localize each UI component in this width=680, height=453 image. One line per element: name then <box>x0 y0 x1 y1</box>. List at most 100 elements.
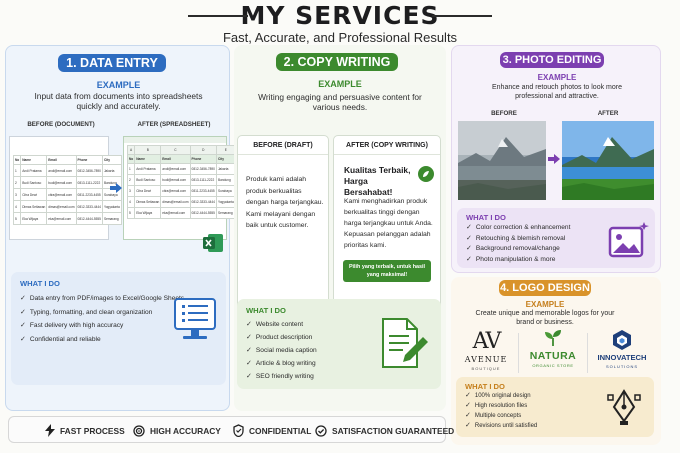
footer-fast-process: FAST PROCESS <box>45 417 125 444</box>
table-cell: Yogyakarta <box>101 200 122 213</box>
table-cell: 3 <box>12 188 22 201</box>
header-rule-right <box>432 15 492 17</box>
table-cell: Dimas Setiawan <box>20 200 48 213</box>
what-i-do-text: Retouching & blemish removal <box>475 234 566 242</box>
table-cell: Budi Santoso <box>20 176 48 189</box>
what-i-do-item: ✓High resolution files <box>465 401 537 411</box>
table-cell: 5 <box>12 212 22 225</box>
table-cell: 0812-3456-7890 <box>75 164 103 177</box>
footer-label: CONFIDENTIAL <box>249 425 312 436</box>
photo-after-label: AFTER <box>597 110 619 117</box>
table-header-cell: Email <box>46 155 77 165</box>
footer-label: FAST PROCESS <box>60 425 125 436</box>
page-subtitle: Fast, Accurate, and Professional Results <box>222 30 458 45</box>
check-icon: ✓ <box>466 255 472 263</box>
logo-design-card: 4. LOGO DESIGN EXAMPLE Create unique and… <box>451 277 661 445</box>
cta-button[interactable]: Pilih yang terbaik, untuk hasil yang mak… <box>343 260 431 282</box>
table-cell: budi@email.com <box>160 174 191 186</box>
photo-editing-what-i-do: WHAT I DO ✓Color correction & enhancemen… <box>457 208 655 268</box>
table-cell: 1 <box>126 163 136 175</box>
image-frame-icon <box>608 222 649 258</box>
after-copywriting-title: AFTER (COPY WRITING) <box>346 142 428 149</box>
table-cell: 2 <box>126 174 136 186</box>
table-cell: 5 <box>126 207 136 219</box>
photo-editing-card: 3. PHOTO EDITING EXAMPLE Enhance and ret… <box>451 45 661 273</box>
pen-tool-icon <box>607 389 641 425</box>
what-i-do-item: ✓Product description <box>246 331 317 344</box>
table-cell: 0812-3333-4444 <box>189 196 217 208</box>
what-i-do-text: Website content <box>255 321 304 328</box>
check-icon: ✓ <box>246 360 252 367</box>
check-circle-icon <box>315 424 327 437</box>
natura-name: NATURA <box>529 350 577 362</box>
avenue-name: AVENUE <box>464 355 508 364</box>
table-header-cell: Name <box>20 155 48 165</box>
what-i-do-item: ✓Revisions until satisfied <box>465 421 537 431</box>
what-i-do-item: ✓Data entry from PDF/images to Excel/Goo… <box>20 292 184 306</box>
data-entry-pill: 1. DATA ENTRY <box>58 54 166 72</box>
check-icon: ✓ <box>466 245 472 252</box>
table-cell: 0812-3456-7890 <box>189 163 217 175</box>
column-letter: D <box>189 145 217 155</box>
what-i-do-item: ✓Retouching & blemish removal <box>466 234 570 245</box>
photo-editing-items: ✓Color correction & enhancement✓Retouchi… <box>466 223 570 265</box>
photo-before-label: BEFORE <box>491 110 517 117</box>
table-cell: budi@email.com <box>46 176 77 189</box>
table-cell: 0813-1111-2222 <box>189 174 217 186</box>
footer-bar: FAST PROCESS HIGH ACCURACY CONFIDENTIAL … <box>8 416 454 444</box>
table-cell: Eka Wijaya <box>134 207 162 219</box>
after-photo <box>562 121 654 200</box>
hexagon-logo-icon <box>613 330 631 350</box>
table-header-cell: Phone <box>75 155 103 165</box>
table-header-cell: City <box>101 155 122 165</box>
check-icon: ✓ <box>465 392 471 399</box>
what-i-do-text: Social media caption <box>255 347 317 354</box>
table-cell: citra@email.com <box>46 188 77 201</box>
table-cell: 0813-1111-2222 <box>75 176 103 189</box>
what-i-do-text: Typing, formatting, and clean organizati… <box>29 308 153 316</box>
table-cell: 0812-4444-5555 <box>189 207 217 219</box>
check-icon: ✓ <box>246 334 252 341</box>
table-cell: Jakarta <box>215 163 236 175</box>
what-i-do-text: Article & blog writing <box>255 360 316 367</box>
what-i-do-heading: WHAT I DO <box>466 213 506 222</box>
photo-editing-pill: 3. PHOTO EDITING <box>500 52 604 68</box>
table-cell: citra@email.com <box>160 185 191 197</box>
before-photo <box>458 121 546 200</box>
shield-icon <box>233 424 244 437</box>
what-i-do-text: Data entry from PDF/images to Excel/Goog… <box>29 295 185 302</box>
check-icon: ✓ <box>466 224 472 231</box>
arrow-right-icon <box>110 183 122 193</box>
table-cell: 0811-2233-4455 <box>75 188 103 201</box>
leaf-sprout-icon <box>545 330 561 346</box>
check-icon: ✓ <box>466 234 472 242</box>
data-entry-what-i-do: WHAT I DO ✓Data entry from PDF/images to… <box>11 272 226 385</box>
logo-design-description: Create unique and memorable logos for yo… <box>475 310 615 326</box>
table-cell: Semarang <box>215 207 236 219</box>
target-icon <box>133 424 145 437</box>
avenue-mark: AV <box>472 329 502 354</box>
what-i-do-item: ✓Color correction & enhancement <box>466 223 570 234</box>
after-copywriting-box: AFTER (COPY WRITING) Kualitas Terbaik, H… <box>333 135 441 331</box>
what-i-do-text: High resolution files <box>474 403 528 409</box>
table-cell: dimas@email.com <box>46 200 77 213</box>
excel-icon <box>203 234 223 252</box>
bolt-icon <box>45 424 55 437</box>
table-cell: eka@email.com <box>46 212 77 225</box>
what-i-do-text: 100% original design <box>474 393 531 399</box>
what-i-do-item: ✓Social media caption <box>246 344 317 357</box>
table-cell: Yogyakarta <box>215 196 236 208</box>
check-icon: ✓ <box>465 422 471 429</box>
table-header-cell: Phone <box>189 154 217 164</box>
table-cell: Surabaya <box>215 185 236 197</box>
table-cell: 1 <box>12 164 22 177</box>
